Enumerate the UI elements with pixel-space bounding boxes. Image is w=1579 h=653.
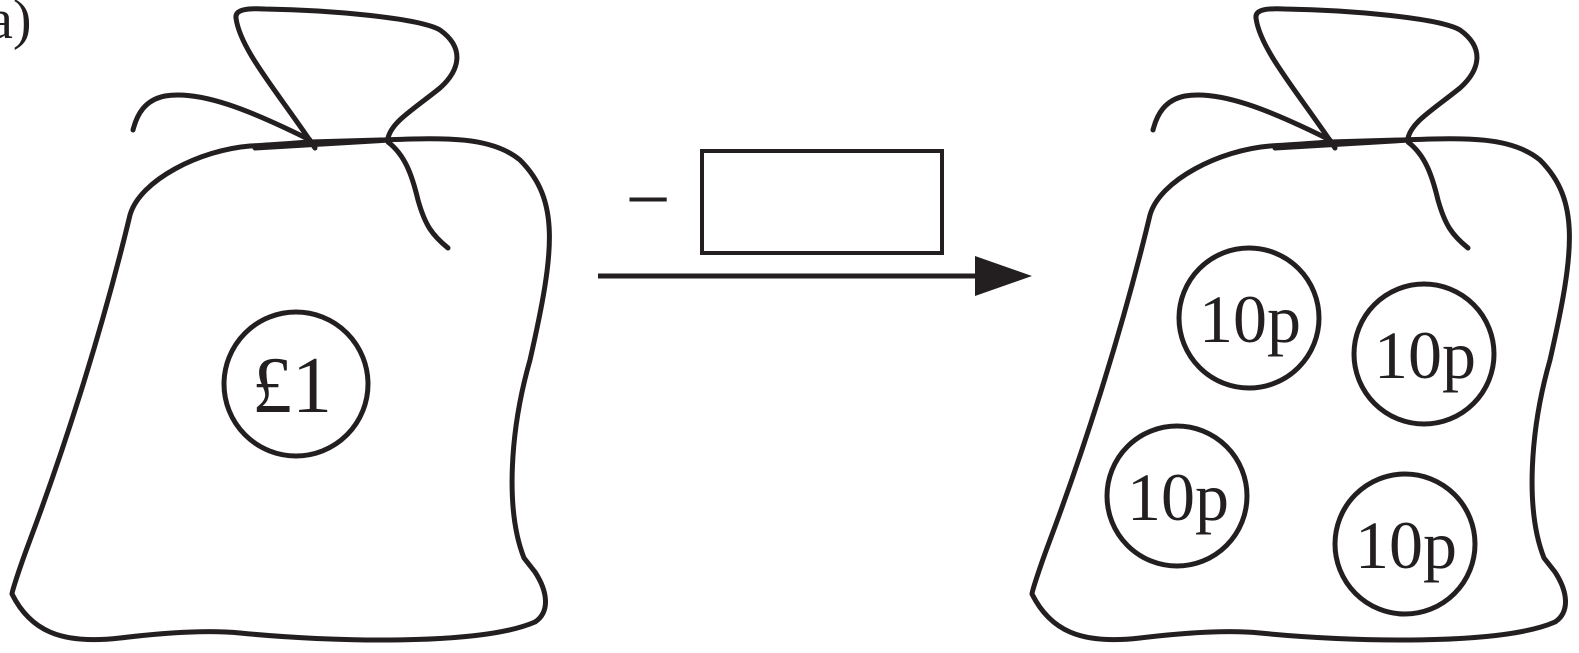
left-bag-top-knot <box>233 6 460 151</box>
coin-outline <box>1176 245 1322 391</box>
right-bag-tie <box>1272 137 1413 151</box>
right-bag-left-string <box>1150 92 1333 143</box>
part-label: a) <box>0 0 32 51</box>
coin: 10p <box>1332 471 1478 617</box>
left-bag-body <box>9 136 552 643</box>
operation: − <box>598 149 1032 296</box>
coin-label: 10p <box>1374 317 1476 393</box>
answer-box[interactable] <box>700 149 944 255</box>
coin-label: £1 <box>252 342 332 430</box>
coin-outline <box>1104 423 1250 569</box>
left-money-bag: £1 <box>9 6 552 643</box>
coin-label: 10p <box>1355 507 1457 583</box>
right-bag-coins: 10p 10p 10p 10p <box>1104 245 1497 617</box>
arrow-head-icon <box>975 256 1032 296</box>
right-bag-body <box>1029 136 1572 643</box>
left-bag-right-string <box>385 139 451 251</box>
left-bag-left-string <box>130 92 313 143</box>
coin-outline <box>1351 281 1497 427</box>
coin-outline <box>221 309 371 459</box>
coin-label: 10p <box>1199 281 1301 357</box>
minus-sign: − <box>625 156 670 244</box>
coin: 10p <box>1104 423 1250 569</box>
coin: 10p <box>1351 281 1497 427</box>
coin-outline <box>1332 471 1478 617</box>
right-bag-top-knot <box>1253 6 1480 151</box>
coin-label: 10p <box>1127 459 1229 535</box>
right-bag-right-string <box>1405 139 1471 251</box>
right-money-bag <box>1029 6 1572 643</box>
left-bag-tie <box>252 137 393 151</box>
coin: £1 <box>221 309 371 459</box>
coin: 10p <box>1176 245 1322 391</box>
